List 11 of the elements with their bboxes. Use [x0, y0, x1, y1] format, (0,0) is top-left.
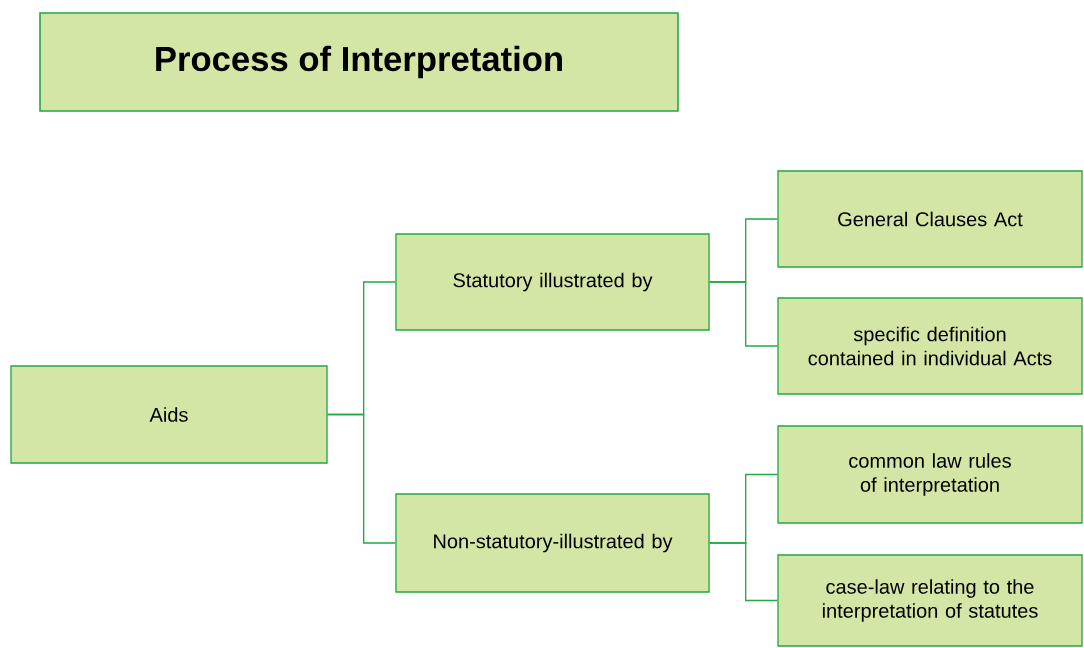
process-box: Aids	[10, 365, 328, 464]
process-box: case-law relating to the interpretation of statutes	[777, 554, 1083, 647]
process-box: specific definition contained in individual Acts	[777, 297, 1083, 395]
connector	[709, 542, 778, 602]
process-box: Statutory illustrated by	[395, 233, 710, 331]
connector	[709, 281, 778, 347]
connector	[327, 413, 396, 544]
title-box: Process of Interpretation	[39, 12, 679, 112]
process-box: General Clauses Act	[777, 170, 1083, 268]
process-box: common law rules of interpretation	[777, 425, 1083, 524]
process-box: Non-statutory-illustrated by	[395, 493, 710, 593]
